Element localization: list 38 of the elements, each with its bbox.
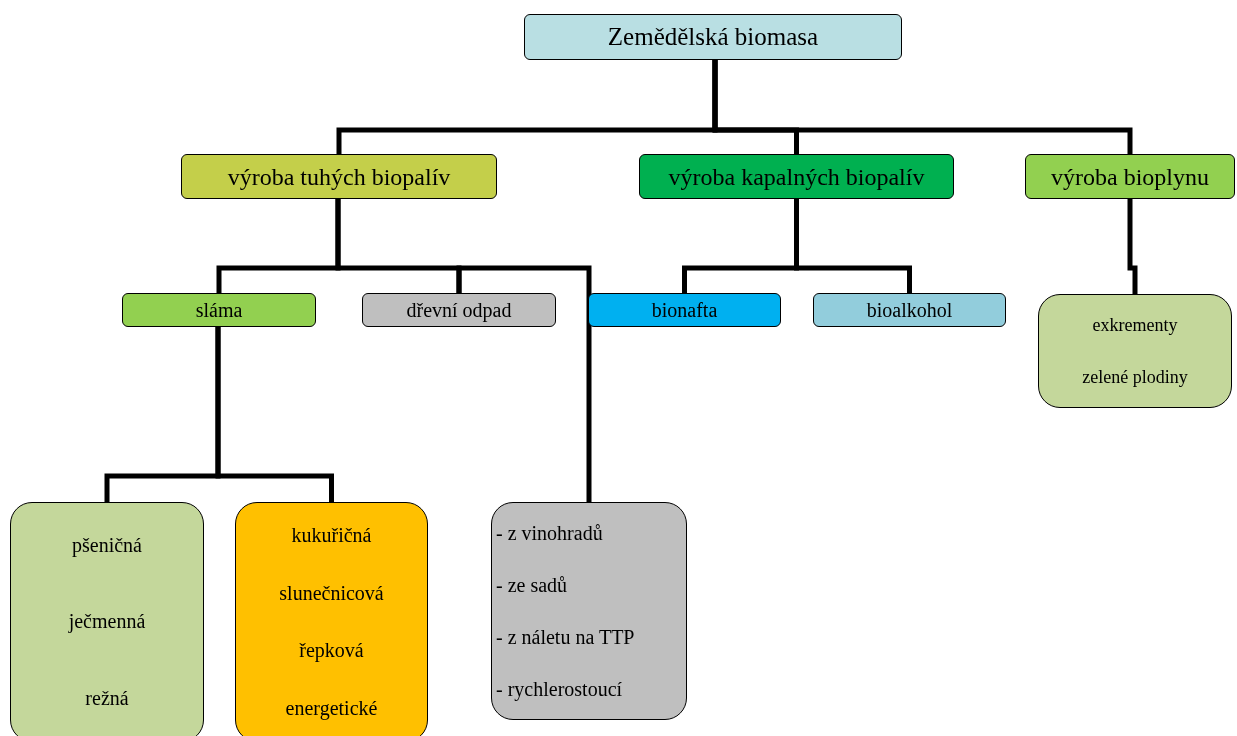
category-text: dřevní odpad: [406, 297, 512, 323]
category-text: režná: [85, 686, 129, 712]
category-text: Zemědělská biomasa: [607, 22, 819, 53]
category-text: zelené plodiny: [1082, 365, 1188, 389]
category-text: bioalkohol: [866, 297, 953, 323]
category-box: [491, 502, 687, 720]
category-box: [1038, 294, 1232, 408]
category-text: energetické: [285, 695, 378, 721]
category-text: - z vinohradů: [496, 520, 603, 546]
category-text: pšeničná: [72, 532, 142, 558]
connector-line: [1127, 199, 1138, 294]
category-text: - z náletu na TTP: [496, 624, 635, 650]
category-text: slunečnicová: [279, 580, 384, 606]
category-text: exkrementy: [1092, 313, 1178, 337]
connector-line: [712, 60, 1133, 154]
category-box: [639, 154, 954, 199]
category-text: bionafta: [651, 297, 718, 323]
category-text: výroba tuhých biopalív: [227, 162, 451, 192]
category-box: [813, 293, 1006, 327]
category-box: [362, 293, 556, 327]
category-text: výroba kapalných biopalív: [668, 162, 925, 192]
category-box: [524, 14, 902, 60]
connector-line: [215, 327, 334, 502]
category-text: - ze sadů: [496, 572, 568, 598]
category-text: - rychlerostoucí: [496, 676, 623, 702]
category-box: [122, 293, 316, 327]
category-text: sláma: [195, 297, 243, 323]
category-box: [10, 502, 204, 736]
connector-line: [456, 265, 592, 502]
category-text: výroba bioplynu: [1051, 162, 1209, 192]
category-text: kukuřičná: [291, 523, 372, 549]
connector-line: [794, 199, 912, 293]
category-text: ječmenná: [68, 609, 146, 635]
category-box: [1025, 154, 1235, 199]
category-text: řepková: [299, 638, 364, 664]
category-box: [588, 293, 781, 327]
category-box: [181, 154, 497, 199]
category-box: [235, 502, 428, 736]
